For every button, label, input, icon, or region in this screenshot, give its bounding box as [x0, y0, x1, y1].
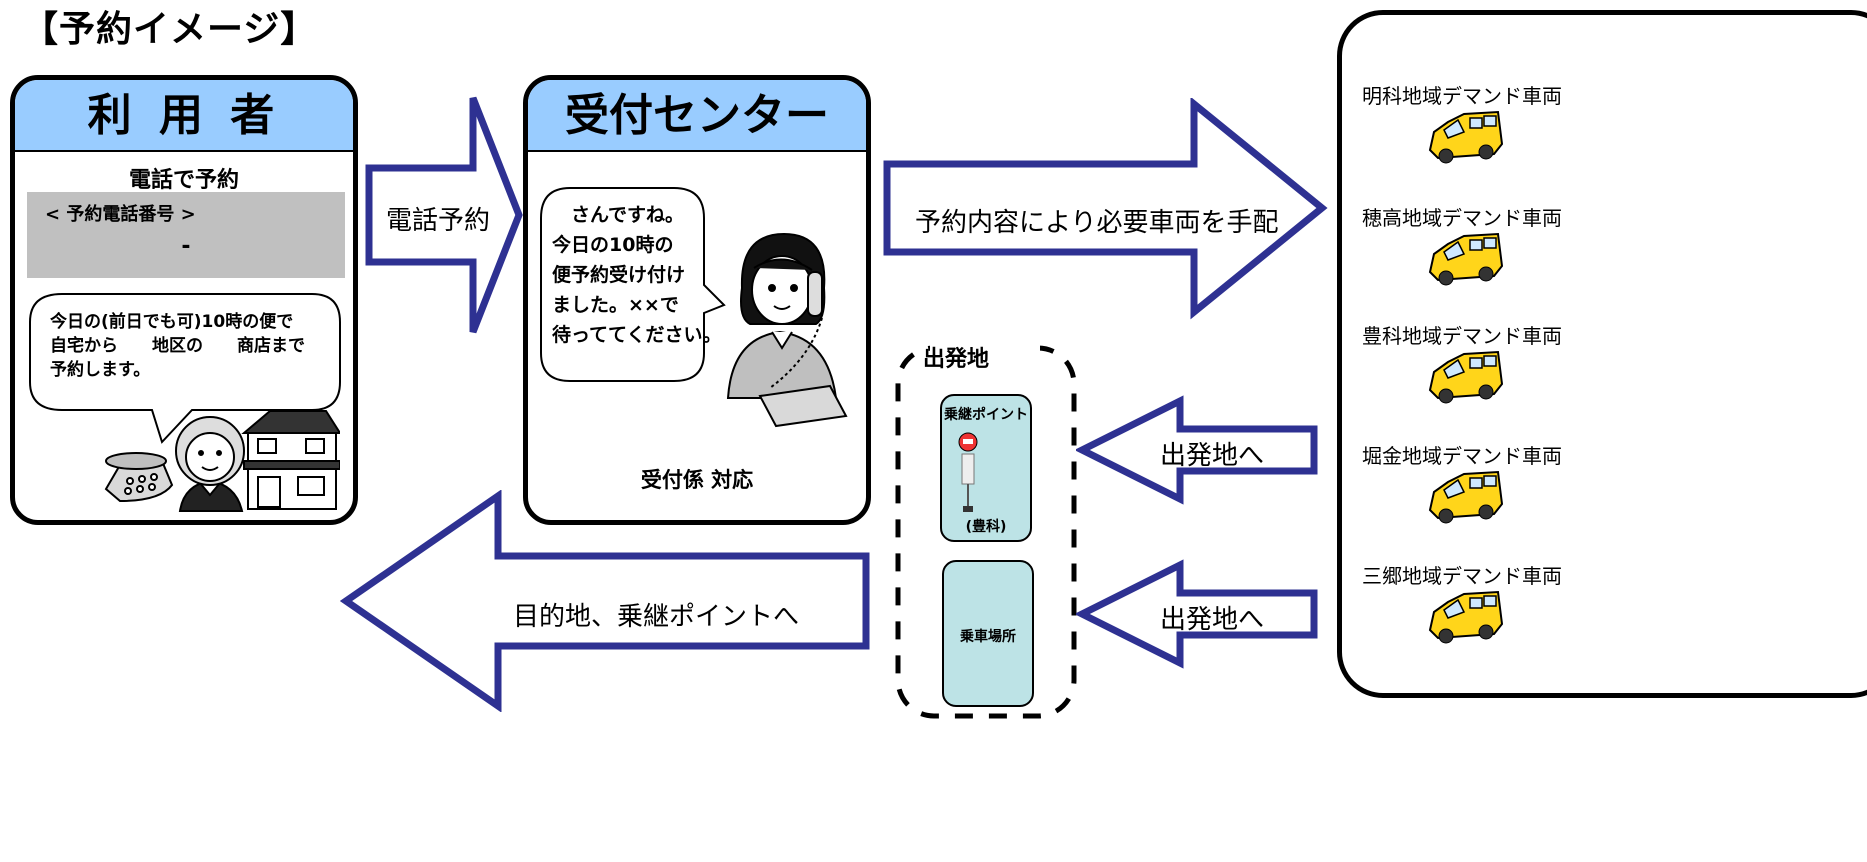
- to-departure-arrow-1: [1076, 395, 1318, 505]
- bus-stop-icon: [958, 432, 978, 512]
- transfer-point-place: (豊科): [965, 519, 1007, 535]
- phone-reservation-label: 電話予約: [386, 206, 491, 236]
- demand-van-icon: [1428, 590, 1504, 644]
- boarding-place-label: 乗車場所: [960, 629, 1016, 645]
- user-speech-bubble: [29, 293, 341, 444]
- vehicle-label: 穂高地域デマンド車両: [1362, 206, 1562, 230]
- dispatch-arrow: [883, 98, 1328, 320]
- elderly-woman-icon: [175, 416, 245, 512]
- transfer-point-label: 乗継ポイント: [944, 407, 1028, 423]
- boarding-place-box: 乗車場所: [942, 560, 1034, 707]
- reception-speech-line: ました。××で: [552, 294, 679, 316]
- reception-speech-line: 便予約受け付け: [552, 264, 686, 286]
- user-illustration: [104, 410, 340, 512]
- page-title: 【予約イメージ】: [22, 9, 318, 50]
- vehicle-label: 豊科地域デマンド車両: [1362, 324, 1562, 348]
- reception-center-header: 受付センター: [528, 80, 866, 152]
- to-departure-arrow-2: [1076, 559, 1318, 669]
- phone-number-box: < 予約電話番号 > -: [27, 192, 345, 278]
- reception-speech-line: さんですね。: [552, 204, 685, 226]
- vehicle-label: 明科地域デマンド車両: [1362, 84, 1562, 108]
- user-speech-line: 予約します。: [50, 360, 151, 380]
- desk-phone-icon: [758, 317, 848, 428]
- departure-title: 出発地: [922, 347, 989, 372]
- user-speech-line: 今日の(前日でも可)10時の便で: [50, 312, 294, 332]
- departure-area-border: [895, 340, 1077, 719]
- destination-arrow: [340, 490, 870, 712]
- house-icon: [241, 410, 340, 510]
- reception-speech-line: 待っててください。: [552, 324, 722, 346]
- phone-number-label: < 予約電話番号 >: [45, 204, 196, 225]
- user-speech-text: 今日の(前日でも可)10時の便で 自宅から 地区の 商店まで 予約します。: [50, 310, 305, 382]
- reception-speech-bubble: [540, 187, 726, 382]
- demand-van-icon: [1428, 350, 1504, 404]
- reception-speech-text: さんですね。 今日の10時の 便予約受け付け ました。××で 待っててください。: [552, 200, 721, 350]
- vehicle-label: 三郷地域デマンド車両: [1362, 564, 1562, 588]
- user-speech-line: 自宅から 地区の 商店まで: [50, 336, 305, 356]
- vehicles-panel: [1337, 10, 1867, 698]
- operator-illustration: [726, 232, 848, 428]
- operator-woman-icon: [726, 232, 838, 399]
- transfer-point-box: 乗継ポイント (豊科): [940, 394, 1032, 542]
- to-departure-label-2: 出発地へ: [1160, 605, 1265, 635]
- destination-label: 目的地、乗継ポイントへ: [513, 602, 800, 632]
- vehicle-label: 堀金地域デマンド車両: [1362, 444, 1562, 468]
- demand-van-icon: [1428, 232, 1504, 286]
- demand-van-icon: [1428, 470, 1504, 524]
- demand-van-icon: [1428, 110, 1504, 164]
- phone-reservation-arrow: [365, 96, 523, 334]
- dispatch-label: 予約内容により必要車両を手配: [915, 208, 1279, 238]
- user-panel-subtitle: 電話で予約: [128, 168, 239, 193]
- reception-center-footer: 受付係 対応: [640, 468, 754, 492]
- user-panel-header: 利 用 者: [15, 80, 353, 152]
- phone-number-value: -: [181, 234, 191, 259]
- telephone-icon: [104, 452, 174, 503]
- reception-speech-line: 今日の10時の: [552, 234, 674, 256]
- to-departure-label-1: 出発地へ: [1160, 441, 1265, 471]
